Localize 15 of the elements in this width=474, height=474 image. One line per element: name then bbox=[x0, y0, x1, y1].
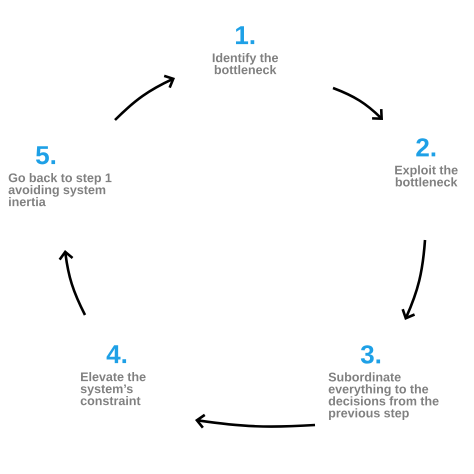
step-description: Elevate the system’s constraint bbox=[80, 372, 146, 406]
step-number: 4. bbox=[106, 345, 126, 364]
step-number: 2. bbox=[416, 138, 436, 156]
step-description: Subordinate everything to the decisions from the previous step bbox=[328, 372, 439, 420]
arrow bbox=[195, 414, 316, 429]
arrow bbox=[58, 250, 86, 316]
step-description: Identify the bottleneck bbox=[212, 53, 278, 74]
arrow bbox=[332, 86, 383, 120]
step-number: 3. bbox=[360, 345, 380, 364]
step-description: Exploit the bottleneck bbox=[395, 165, 458, 186]
step-description: Go back to step 1 avoiding system inertia bbox=[8, 173, 112, 206]
arrow bbox=[401, 240, 426, 320]
arrow bbox=[114, 74, 175, 121]
step-number: 1. bbox=[236, 26, 254, 44]
step-number: 5. bbox=[36, 146, 56, 164]
